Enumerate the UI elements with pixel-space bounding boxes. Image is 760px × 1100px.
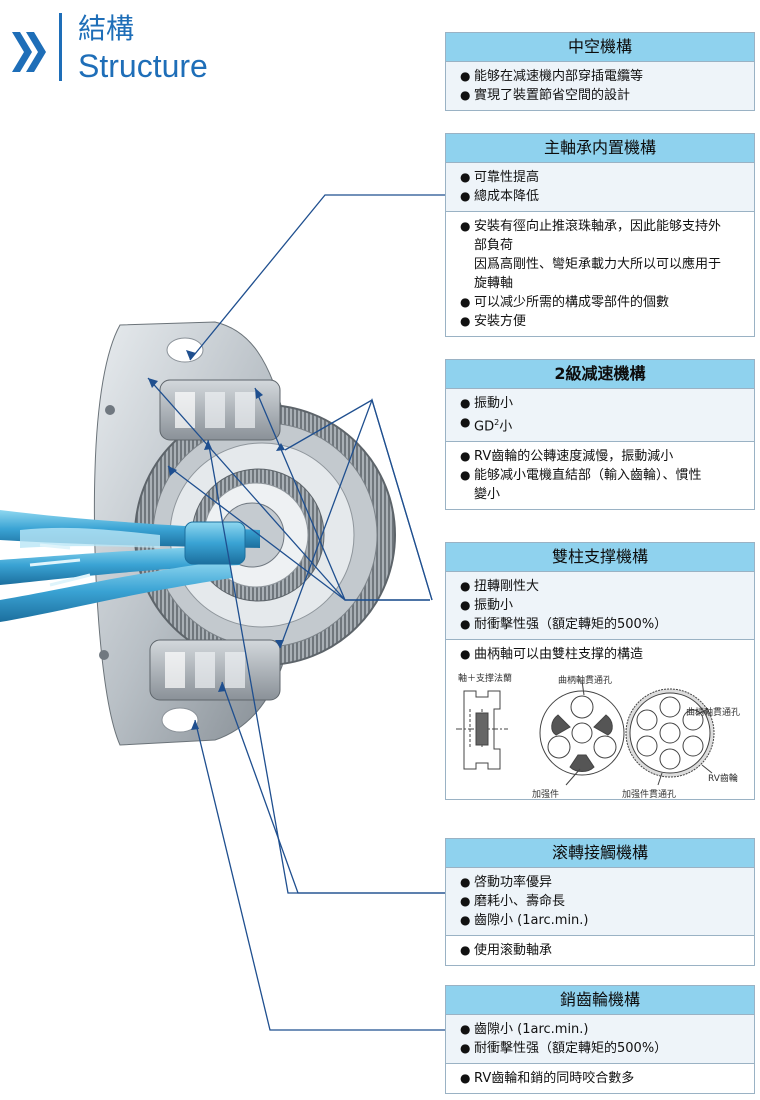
list-item: ●齒隙小 (1arc.min.) [460,913,589,928]
page-title-zh: 結構 [78,12,135,45]
list-item: ●扭轉剛性大 [460,579,540,594]
list-item-continuation: 旋轉軸 [474,276,514,291]
double-chevron-icon [12,32,46,72]
list-item: ●安裝方便 [460,314,527,329]
main-bearing-box: 主軸承内置機構 ●可靠性提高 ●總成本降低 ●安裝有徑向止推滾珠軸承，因此能够支… [445,133,755,337]
header-divider [59,13,62,81]
callout-lines [147,194,445,1031]
diagram-label: 軸＋支撑法蘭 [458,674,513,684]
box-title: 2級减速機構 [446,360,754,389]
list-item-continuation: 變小 [474,487,501,503]
list-item: ●可靠性提高 [460,170,540,185]
hollow-mechanism-box: 中空機構 ●能够在减速機内部穿插電纜等 ●實現了裝置節省空間的設計 [445,32,755,111]
page-title-en: Structure [78,48,208,84]
list-item: ●能够减小電機直結部（輸入齒輪）、慣性 [460,468,702,484]
cable-bundle [0,510,260,622]
two-stage-reduction-box: 2級减速機構 ●振動小 ●GD2小 ●RV齒輪的公轉速度減慢，振動減小 ●能够减… [445,359,755,511]
list-item: ●啓動功率優异 [460,875,553,890]
upper-crankshaft [159,379,281,441]
list-item: ●GD2小 [460,415,513,435]
diagram-label: 曲柄軸貫通孔 [558,676,613,686]
box-title: 銷齒輪機構 [446,986,754,1015]
diagram-label: 加强件貫通孔 [622,790,677,800]
list-item: ●能够在减速機内部穿插電纜等 [460,69,644,84]
list-item: ●齒隙小 (1arc.min.) [460,1022,589,1037]
list-item: ●曲柄軸可以由雙柱支撑的構造 [460,647,644,662]
list-item: ●實現了裝置節省空間的設計 [460,88,631,103]
diagram-label: 曲柄軸貫通孔 [686,708,741,718]
list-item: ●磨耗小、壽命長 [460,894,566,909]
box-title: 中空機構 [446,33,754,62]
list-item: ●安裝有徑向止推滾珠軸承，因此能够支持外 [460,219,722,234]
list-item: ●耐衝擊性强（額定轉矩的500%） [460,1041,668,1056]
box-title: 滚轉接觸機構 [446,839,754,868]
rv-gear-view [625,688,715,786]
list-item: ●耐衝擊性强（額定轉矩的500%） [460,617,668,632]
list-item: ●RV齒輪和銷的同時咬合數多 [460,1071,635,1086]
list-item: ●振動小 [460,598,514,613]
list-item: ●振動小 [460,396,514,411]
box-title: 主軸承内置機構 [446,134,754,163]
crankshaft-support-diagram: 軸＋支撑法蘭 曲柄軸貫通孔 曲柄軸貫通孔 加强件 加强件貫通孔 RV齒輪 [446,669,754,800]
diagram-label: RV齒輪 [708,774,738,784]
list-item: ●RV齒輪的公轉速度減慢，振動減小 [460,449,674,465]
diagram-drawings [456,680,715,786]
list-item-continuation: 因爲高剛性、彎矩承載力大所以可以應用于 [474,257,722,272]
double-column-box: 雙柱支撑機構 ●扭轉剛性大 ●振動小 ●耐衝擊性强（額定轉矩的500%） ●曲柄… [445,542,755,800]
diagram-label: 加强件 [532,790,560,800]
list-item: ●總成本降低 [460,189,540,204]
rolling-contact-box: 滚轉接觸機構 ●啓動功率優异 ●磨耗小、壽命長 ●齒隙小 (1arc.min.)… [445,838,755,966]
list-item-continuation: 部負荷 [474,238,514,253]
lower-crankshaft [149,639,281,701]
flange-section-drawing [456,690,508,770]
pin-gear-box: 銷齒輪機構 ●齒隙小 (1arc.min.) ●耐衝擊性强（額定轉矩的500%）… [445,985,755,1094]
list-item: ●使用滚動軸承 [460,943,553,958]
box-title: 雙柱支撑機構 [446,543,754,572]
list-item: ●可以减少所需的構成零部件的個數 [460,295,670,310]
flange-end-view [539,680,625,786]
